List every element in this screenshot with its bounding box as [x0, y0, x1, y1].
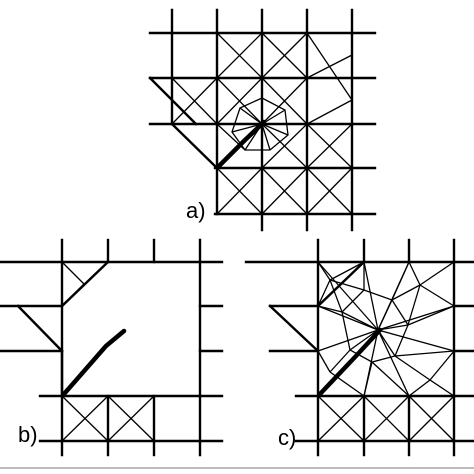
panel-c-crack [317, 327, 383, 397]
panel-b-crack [61, 328, 127, 397]
panel-b-grid [0, 238, 224, 457]
panel-c-grid [244, 238, 474, 457]
panel-a-crack [215, 119, 267, 170]
panel-b-mesh [61, 261, 155, 442]
panel-b: b) [0, 238, 224, 457]
panel-a-label: a) [186, 198, 206, 223]
panel-c: c) [244, 238, 474, 457]
panel-a: a) [148, 8, 377, 232]
panel-a-grid [148, 8, 377, 232]
panel-c-mesh [317, 261, 455, 442]
panel-b-label: b) [18, 422, 38, 447]
panel-c-label: c) [278, 425, 296, 450]
